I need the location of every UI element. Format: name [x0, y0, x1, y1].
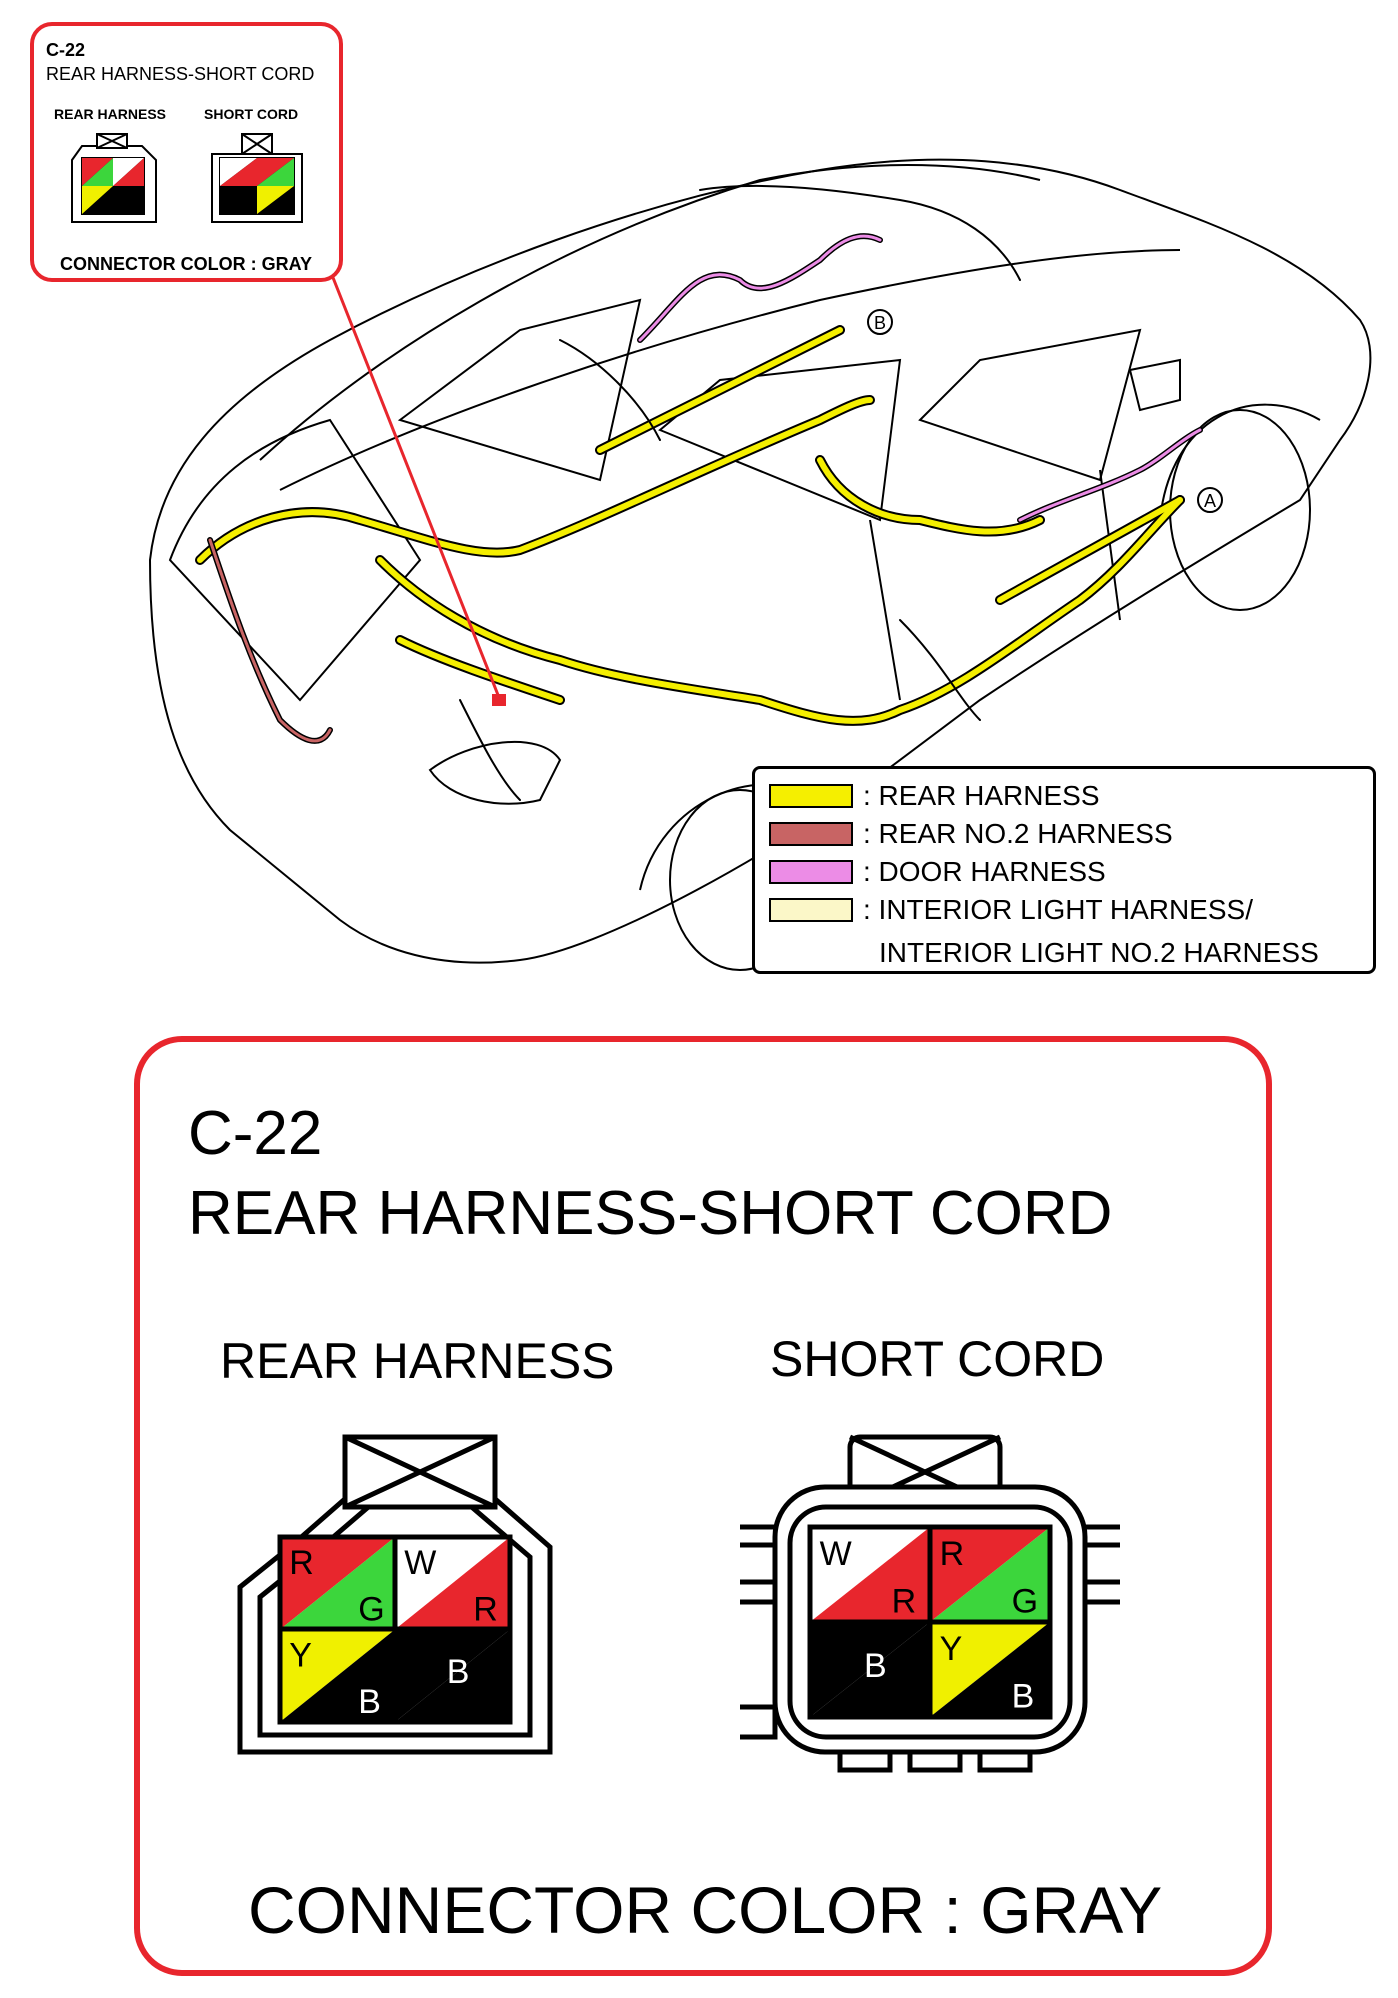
- legend-swatch: [769, 822, 853, 846]
- legend-swatch: [769, 784, 853, 808]
- connector-color-label: CONNECTOR COLOR : GRAY: [248, 1873, 1163, 1947]
- rear-harness-pin-1-bottom: [280, 1537, 395, 1630]
- rear-harness-pin-2-bottom: [395, 1537, 510, 1630]
- rear-harness-pin-4-label: B: [447, 1653, 470, 1691]
- legend-label: : INTERIOR LIGHT HARNESS/: [863, 894, 1253, 925]
- inset-connector-thumbnails: [71, 133, 303, 223]
- legend-label: : REAR NO.2 HARNESS: [863, 818, 1173, 849]
- legend-swatch: [769, 898, 853, 922]
- inset-connector-color: CONNECTOR COLOR : GRAY: [60, 254, 313, 274]
- short-cord-pin-2-label-top: R: [940, 1535, 965, 1573]
- short-cord-pin-3-label: B: [864, 1647, 887, 1685]
- short-cord-pin-1-bottom: [810, 1527, 930, 1622]
- short-cord-pin-2-bottom: [930, 1527, 1050, 1622]
- rear-harness-pin-4-bottom: [395, 1629, 510, 1722]
- connector-name: REAR HARNESS-SHORT CORD: [188, 1179, 1113, 1248]
- rear-harness-pin-3-label-top: Y: [289, 1637, 312, 1675]
- short-cord-pin-4-bottom: [930, 1622, 1050, 1717]
- callout-line: [328, 269, 502, 701]
- short-cord-label: SHORT CORD: [770, 1331, 1105, 1387]
- rear-harness-pin-2-label-top: W: [404, 1544, 436, 1582]
- svg-text:A: A: [1204, 491, 1216, 511]
- marker-b: B: [867, 309, 893, 335]
- connector-id: C-22: [188, 1099, 323, 1168]
- svg-text:B: B: [874, 313, 886, 333]
- short-cord-connector: W RR G B Y B: [740, 1434, 1120, 1773]
- harness-legend: : REAR HARNESS : REAR NO.2 HARNESS : DOO…: [752, 766, 1376, 974]
- legend-label: : DOOR HARNESS: [863, 856, 1106, 887]
- legend-item-door-harness: : DOOR HARNESS: [769, 856, 1106, 887]
- legend-item-rear-no2-harness: : REAR NO.2 HARNESS: [769, 818, 1173, 849]
- connector-detail-box: C-22 REAR HARNESS-SHORT CORD REAR HARNES…: [134, 1036, 1272, 1976]
- rear-harness-pin-1-label-top: R: [289, 1544, 314, 1582]
- inset-short-cord-label: SHORT CORD: [204, 106, 299, 122]
- short-cord-pin-3-bottom: [810, 1622, 930, 1717]
- legend-item-rear-harness: : REAR HARNESS: [769, 780, 1100, 811]
- rear-harness-pin-3-bottom: [280, 1629, 395, 1722]
- legend-label: : REAR HARNESS: [863, 780, 1100, 811]
- legend-swatch: [769, 860, 853, 884]
- inset-connector-id: C-22: [46, 40, 86, 60]
- legend-label-continuation: INTERIOR LIGHT NO.2 HARNESS: [879, 937, 1319, 968]
- rear-no2-harness-route: [208, 538, 332, 743]
- legend-item-interior-light-harness: : INTERIOR LIGHT HARNESS/: [769, 894, 1253, 925]
- rear-harness-pin-3-label-bottom: B: [358, 1683, 381, 1721]
- short-cord-pin-1-label-bottom: R: [892, 1583, 917, 1621]
- short-cord-pin-2-label-bottom: G: [1012, 1583, 1038, 1621]
- car-body-outline: [148, 158, 1372, 964]
- marker-a: A: [1197, 487, 1223, 513]
- rear-harness-label: REAR HARNESS: [220, 1333, 615, 1389]
- rear-harness-pin-2-label-bottom: R: [473, 1590, 498, 1628]
- connector-callout-inset: C-22 REAR HARNESS-SHORT CORD REAR HARNES…: [30, 22, 343, 282]
- short-cord-pin-1-label-top: W: [820, 1535, 852, 1573]
- door-harness-route: [638, 234, 882, 342]
- rear-harness-route: [197, 397, 873, 563]
- short-cord-pin-4-label-top: Y: [940, 1630, 963, 1668]
- inset-rear-harness-label: REAR HARNESS: [54, 106, 167, 122]
- short-cord-pin-4-label-bottom: B: [1012, 1678, 1035, 1716]
- inset-connector-name: REAR HARNESS-SHORT CORD: [46, 64, 315, 84]
- rear-harness-pin-1-label-bottom: G: [358, 1590, 384, 1628]
- car-wiring-illustration: B A: [148, 158, 1372, 971]
